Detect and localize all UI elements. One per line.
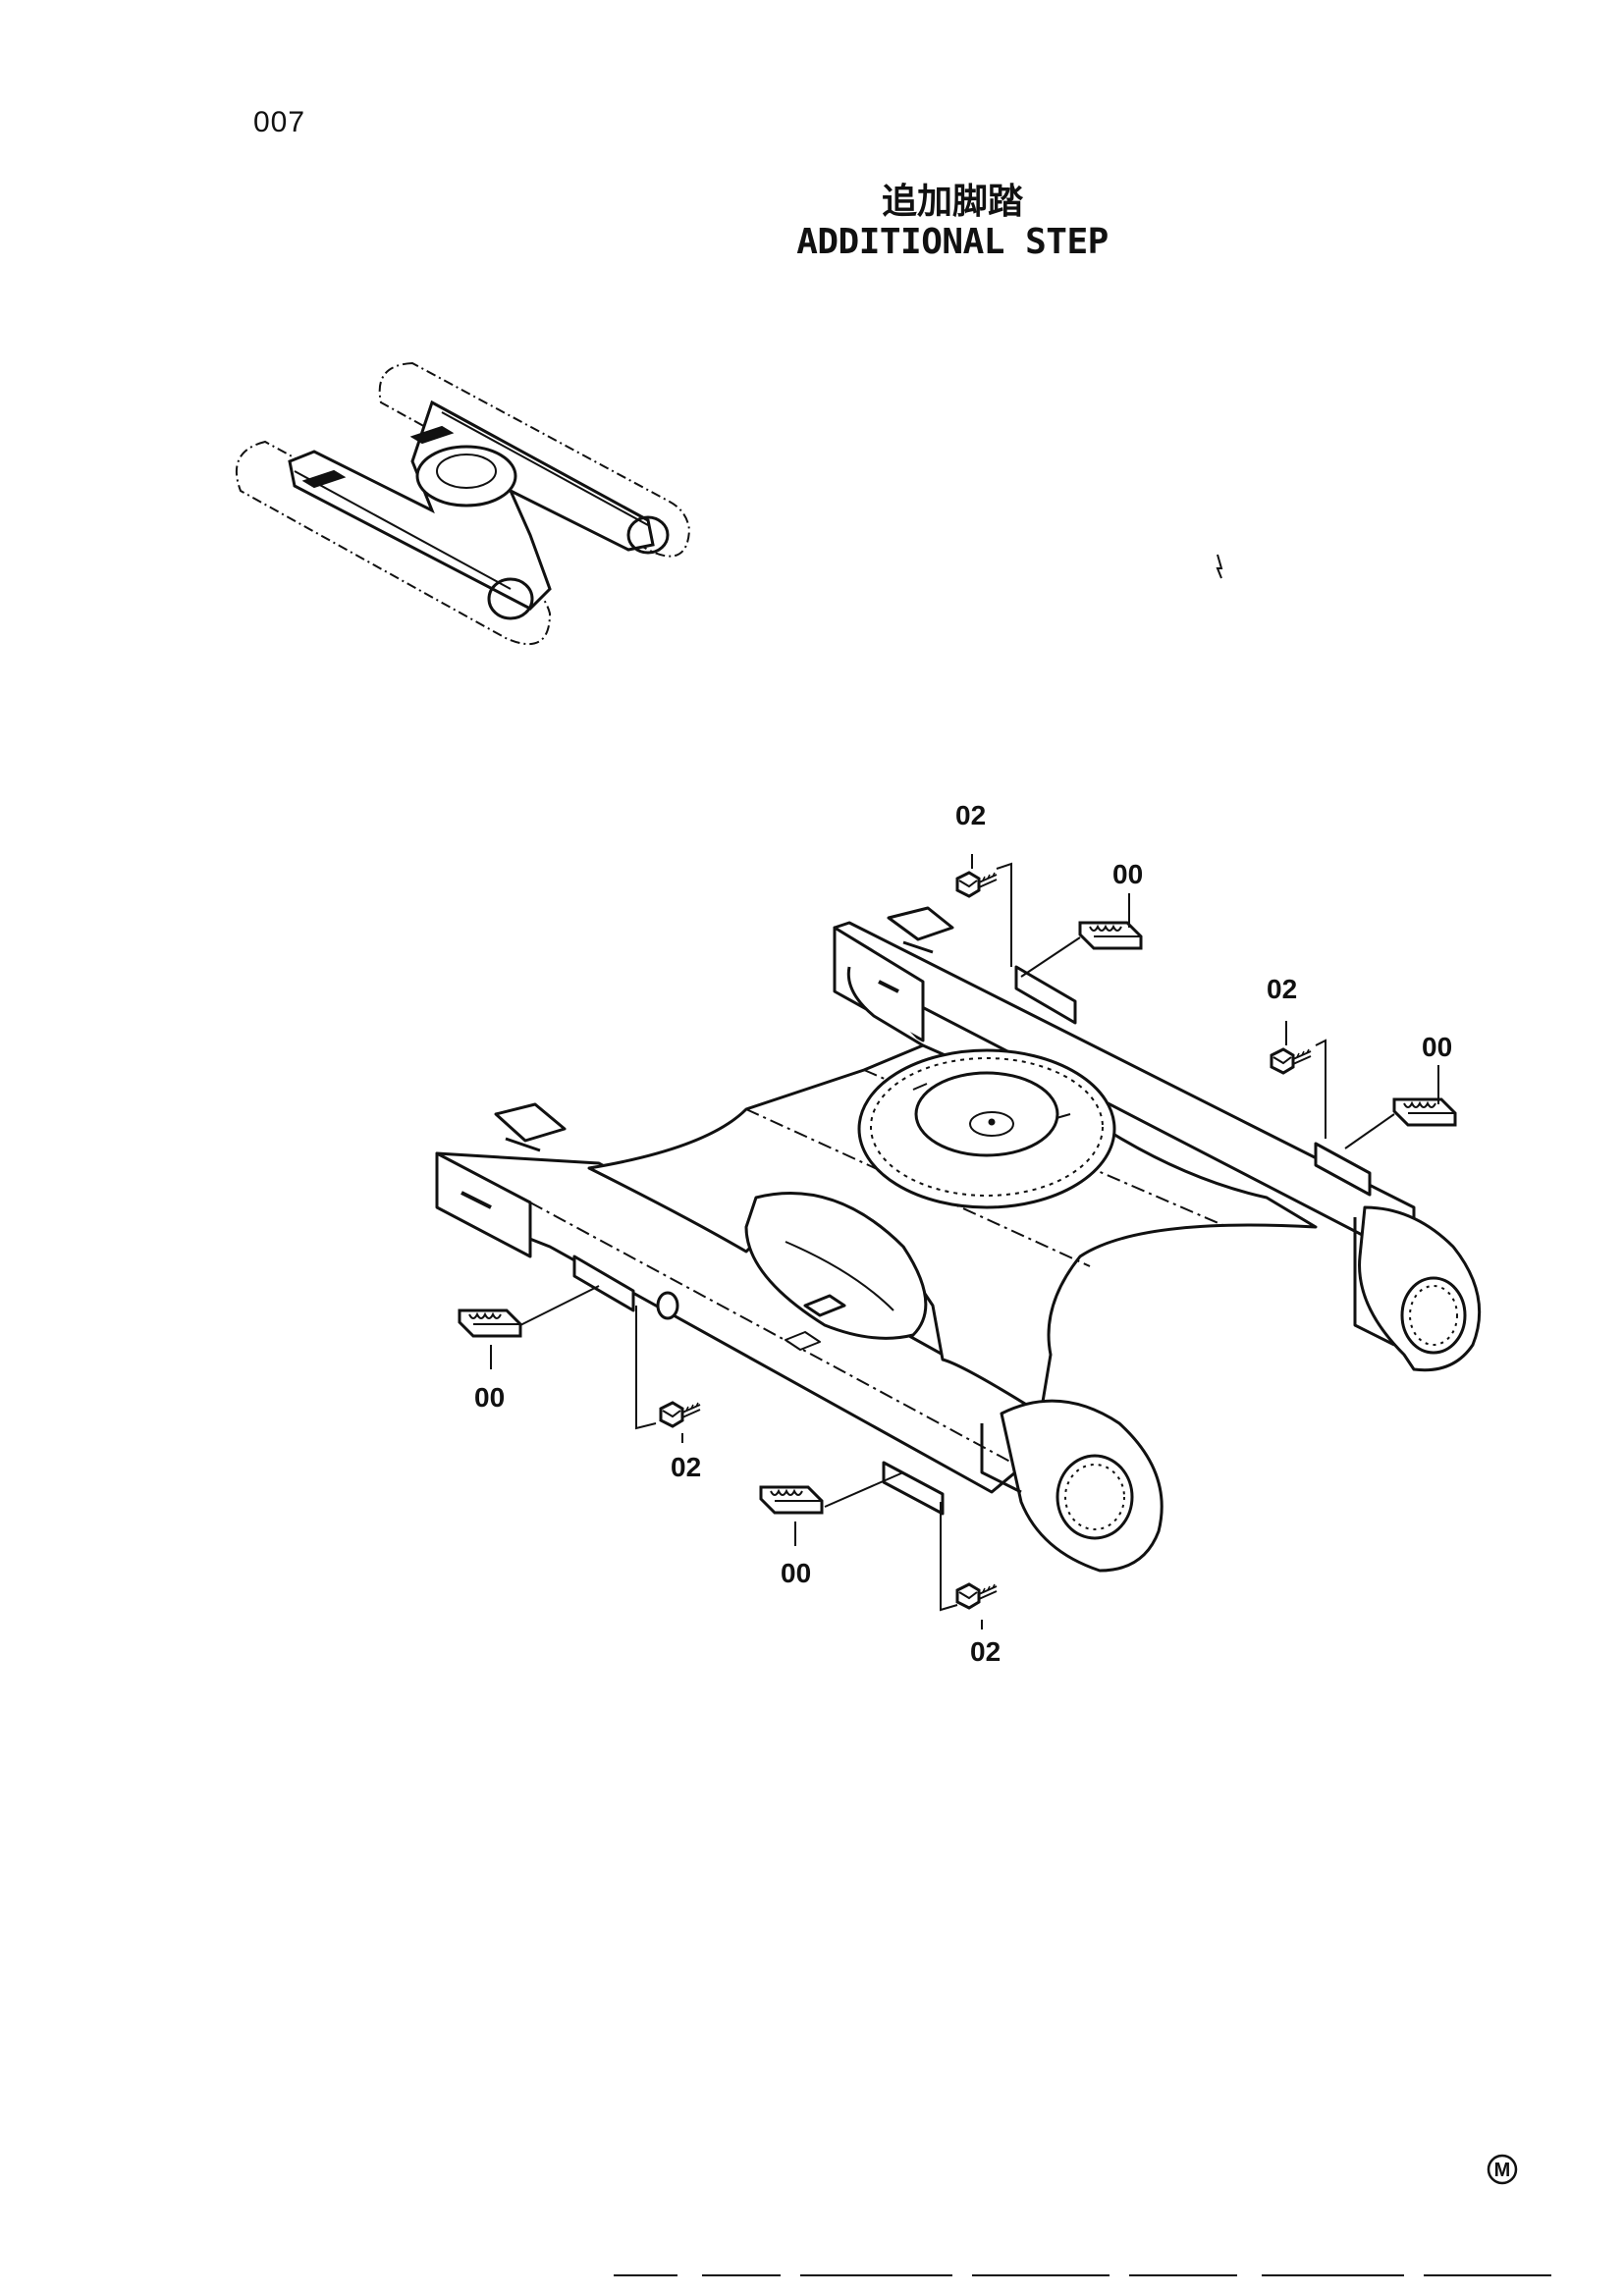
overview-track-outline-rear <box>378 361 691 558</box>
callout-bolt-bottom: 02 <box>970 1636 1001 1667</box>
title-english: ADDITIONAL STEP <box>796 222 1109 263</box>
callout-bolt-left: 02 <box>671 1452 701 1482</box>
page-number: 007 <box>253 106 306 138</box>
step-part-top <box>1078 921 1143 950</box>
track-frame <box>435 906 1482 1573</box>
stray-mark <box>1216 554 1223 579</box>
step-part-left <box>458 1308 522 1338</box>
bolt-part-top <box>955 871 999 898</box>
step-part-right <box>1392 1097 1457 1127</box>
callout-bolt-right: 02 <box>1267 974 1297 1004</box>
footer-mark-letter: M <box>1494 2160 1511 2181</box>
bolt-part-right <box>1270 1047 1313 1075</box>
step-part-bottom <box>759 1485 824 1515</box>
callout-step-right: 00 <box>1422 1032 1452 1062</box>
callout-bolt-top: 02 <box>955 800 986 830</box>
overview-idler-ring <box>487 577 534 620</box>
bolt-part-left <box>659 1401 702 1428</box>
bolt-callouts: 02 02 02 02 <box>635 800 1326 1667</box>
bolt-part-bottom <box>955 1582 999 1610</box>
callout-step-left: 00 <box>474 1382 505 1413</box>
callout-step-bottom: 00 <box>781 1558 811 1588</box>
overview-sketch <box>236 361 691 646</box>
footer-mark: M <box>1487 2154 1518 2185</box>
diagram-title: 追加脚踏 ADDITIONAL STEP <box>756 182 1149 263</box>
step-callouts: 00 00 00 00 <box>458 859 1457 1588</box>
callout-step-top: 00 <box>1112 859 1143 889</box>
title-chinese: 追加脚踏 <box>881 182 1023 222</box>
